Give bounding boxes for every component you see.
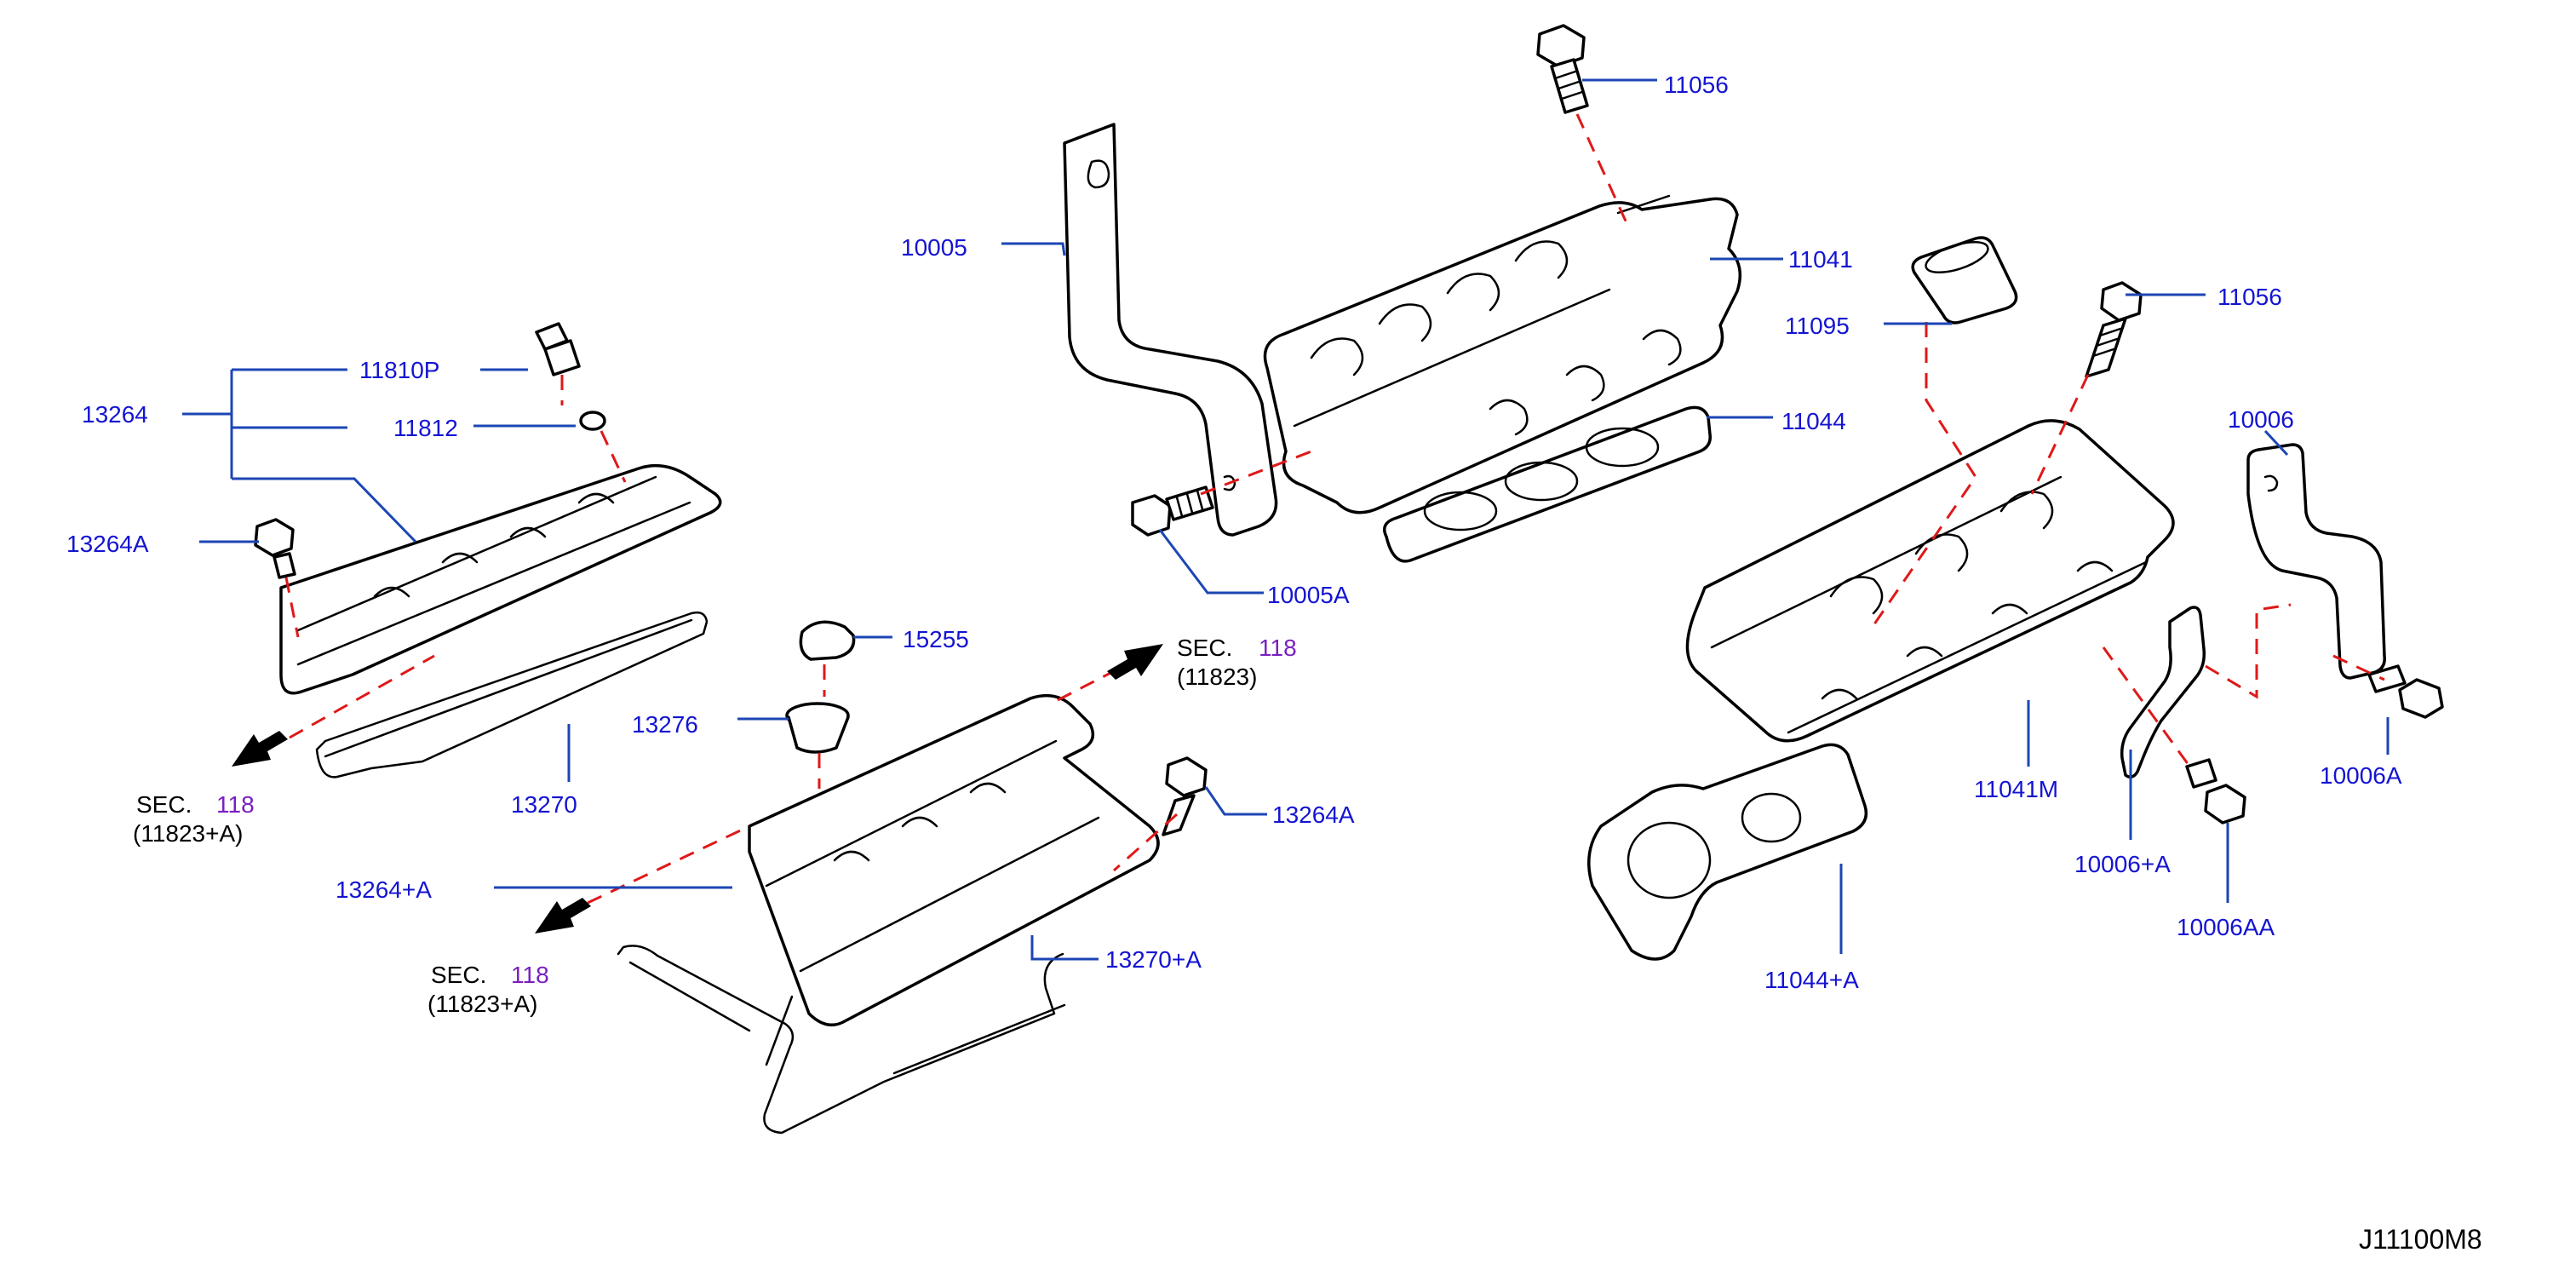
label-15255: 15255	[903, 626, 969, 652]
label-11041M: 11041M	[1974, 776, 2058, 802]
arrow-sec-mid	[535, 898, 591, 934]
section-ref-prefix: SEC.	[136, 791, 192, 818]
label-10006A: 10006A	[2320, 762, 2402, 789]
rocker-cover-13264plusA	[748, 693, 1160, 1027]
section-ref-number: 118	[216, 791, 255, 818]
arrow-sec-left	[232, 731, 288, 767]
bolt-13264A-mid	[1162, 756, 1208, 836]
section-ref-sub: (11823+A)	[427, 991, 537, 1017]
section-ref-sub: (11823+A)	[133, 820, 243, 847]
leader-13264A-mid	[1204, 786, 1267, 816]
rocker-cover-13264	[279, 463, 722, 695]
bolt-10006A	[2367, 664, 2444, 719]
label-11056-top: 11056	[1664, 72, 1729, 98]
section-ref-number: 118	[1259, 635, 1297, 661]
link-10005A	[1200, 450, 1312, 496]
label-13270plusA: 13270+A	[1105, 946, 1202, 973]
bolt-10005A	[1131, 485, 1214, 537]
label-10006: 10006	[2228, 406, 2294, 433]
diagram-code: J11100M8	[2359, 1224, 2482, 1255]
label-11812: 11812	[393, 415, 458, 441]
link-10006	[2205, 603, 2292, 699]
dashed-links	[284, 113, 2385, 905]
gasket-13270plusA	[617, 945, 1066, 1135]
section-ref-prefix: SEC.	[1177, 635, 1232, 661]
link-13264A-left	[284, 577, 300, 638]
label-11041: 11041	[1788, 246, 1853, 273]
label-13264: 13264	[82, 401, 148, 428]
label-10005: 10005	[901, 234, 967, 261]
leader-13264	[182, 368, 417, 543]
bracket-10005	[1063, 123, 1278, 537]
section-arrows	[232, 644, 1163, 934]
o-ring-11812	[579, 411, 606, 431]
section-ref-top: SEC. 118 (11823)	[1177, 635, 1297, 690]
bolt-11056-right	[2085, 281, 2143, 378]
label-13264A-mid: 13264A	[1272, 801, 1355, 828]
bracket-10006	[2246, 443, 2386, 680]
oil-filler-cap-15255	[799, 620, 856, 661]
pcv-valve-11810P	[535, 322, 581, 376]
bolt-13264A-left	[254, 518, 296, 579]
leader-10005A	[1158, 529, 1264, 595]
label-13270: 13270	[511, 791, 577, 818]
link-11812	[600, 430, 627, 483]
label-13264A-left: 13264A	[66, 531, 149, 557]
part-11095	[1911, 236, 2018, 325]
label-11044: 11044	[1781, 408, 1846, 434]
cylinder-head-11041M	[1685, 419, 2175, 743]
section-ref-mid: SEC. 118 (11823+A)	[427, 962, 549, 1017]
head-gasket-11044plusA	[1587, 743, 1868, 961]
section-ref-prefix: SEC.	[431, 962, 486, 988]
bolt-11056-top	[1536, 24, 1589, 114]
link-10006A	[2332, 654, 2385, 681]
label-11810P: 11810P	[359, 357, 439, 383]
bracket-10006plusA	[2120, 606, 2206, 779]
part-labels: 11056 11041 10005 11095 11056 11044 1000…	[66, 72, 2402, 993]
label-13276: 13276	[632, 711, 698, 738]
gasket-13270	[315, 611, 709, 779]
arrow-sec-top	[1107, 644, 1163, 680]
section-ref-left: SEC. 118 (11823+A)	[133, 791, 255, 847]
bolt-10006AA	[2185, 758, 2246, 824]
label-10005A: 10005A	[1267, 582, 1350, 608]
link-sec-top	[1057, 668, 1118, 702]
link-sec-mid	[587, 824, 750, 905]
label-10006plusA: 10006+A	[2074, 851, 2171, 877]
link-sec-left	[289, 654, 435, 739]
leader-13270plusA	[1030, 935, 1099, 961]
cylinder-head-11041	[1263, 194, 1742, 514]
link-11056-right	[2030, 374, 2090, 495]
label-10006AA: 10006AA	[2177, 914, 2275, 940]
link-13264A-mid	[1113, 813, 1178, 872]
leader-10006	[2263, 429, 2289, 457]
section-ref-number: 118	[511, 962, 549, 988]
leader-lines	[182, 78, 2390, 961]
link-11095	[1868, 322, 1977, 631]
label-11056-right: 11056	[2217, 284, 2282, 310]
label-11095: 11095	[1785, 313, 1850, 339]
label-13264plusA: 13264+A	[336, 876, 432, 903]
seal-13276	[785, 702, 850, 754]
leader-10005	[1001, 242, 1066, 256]
link-11056-top	[1575, 113, 1630, 227]
section-ref-sub: (11823)	[1177, 664, 1257, 690]
label-11044plusA: 11044+A	[1764, 967, 1859, 993]
head-gasket-11044	[1383, 405, 1712, 563]
